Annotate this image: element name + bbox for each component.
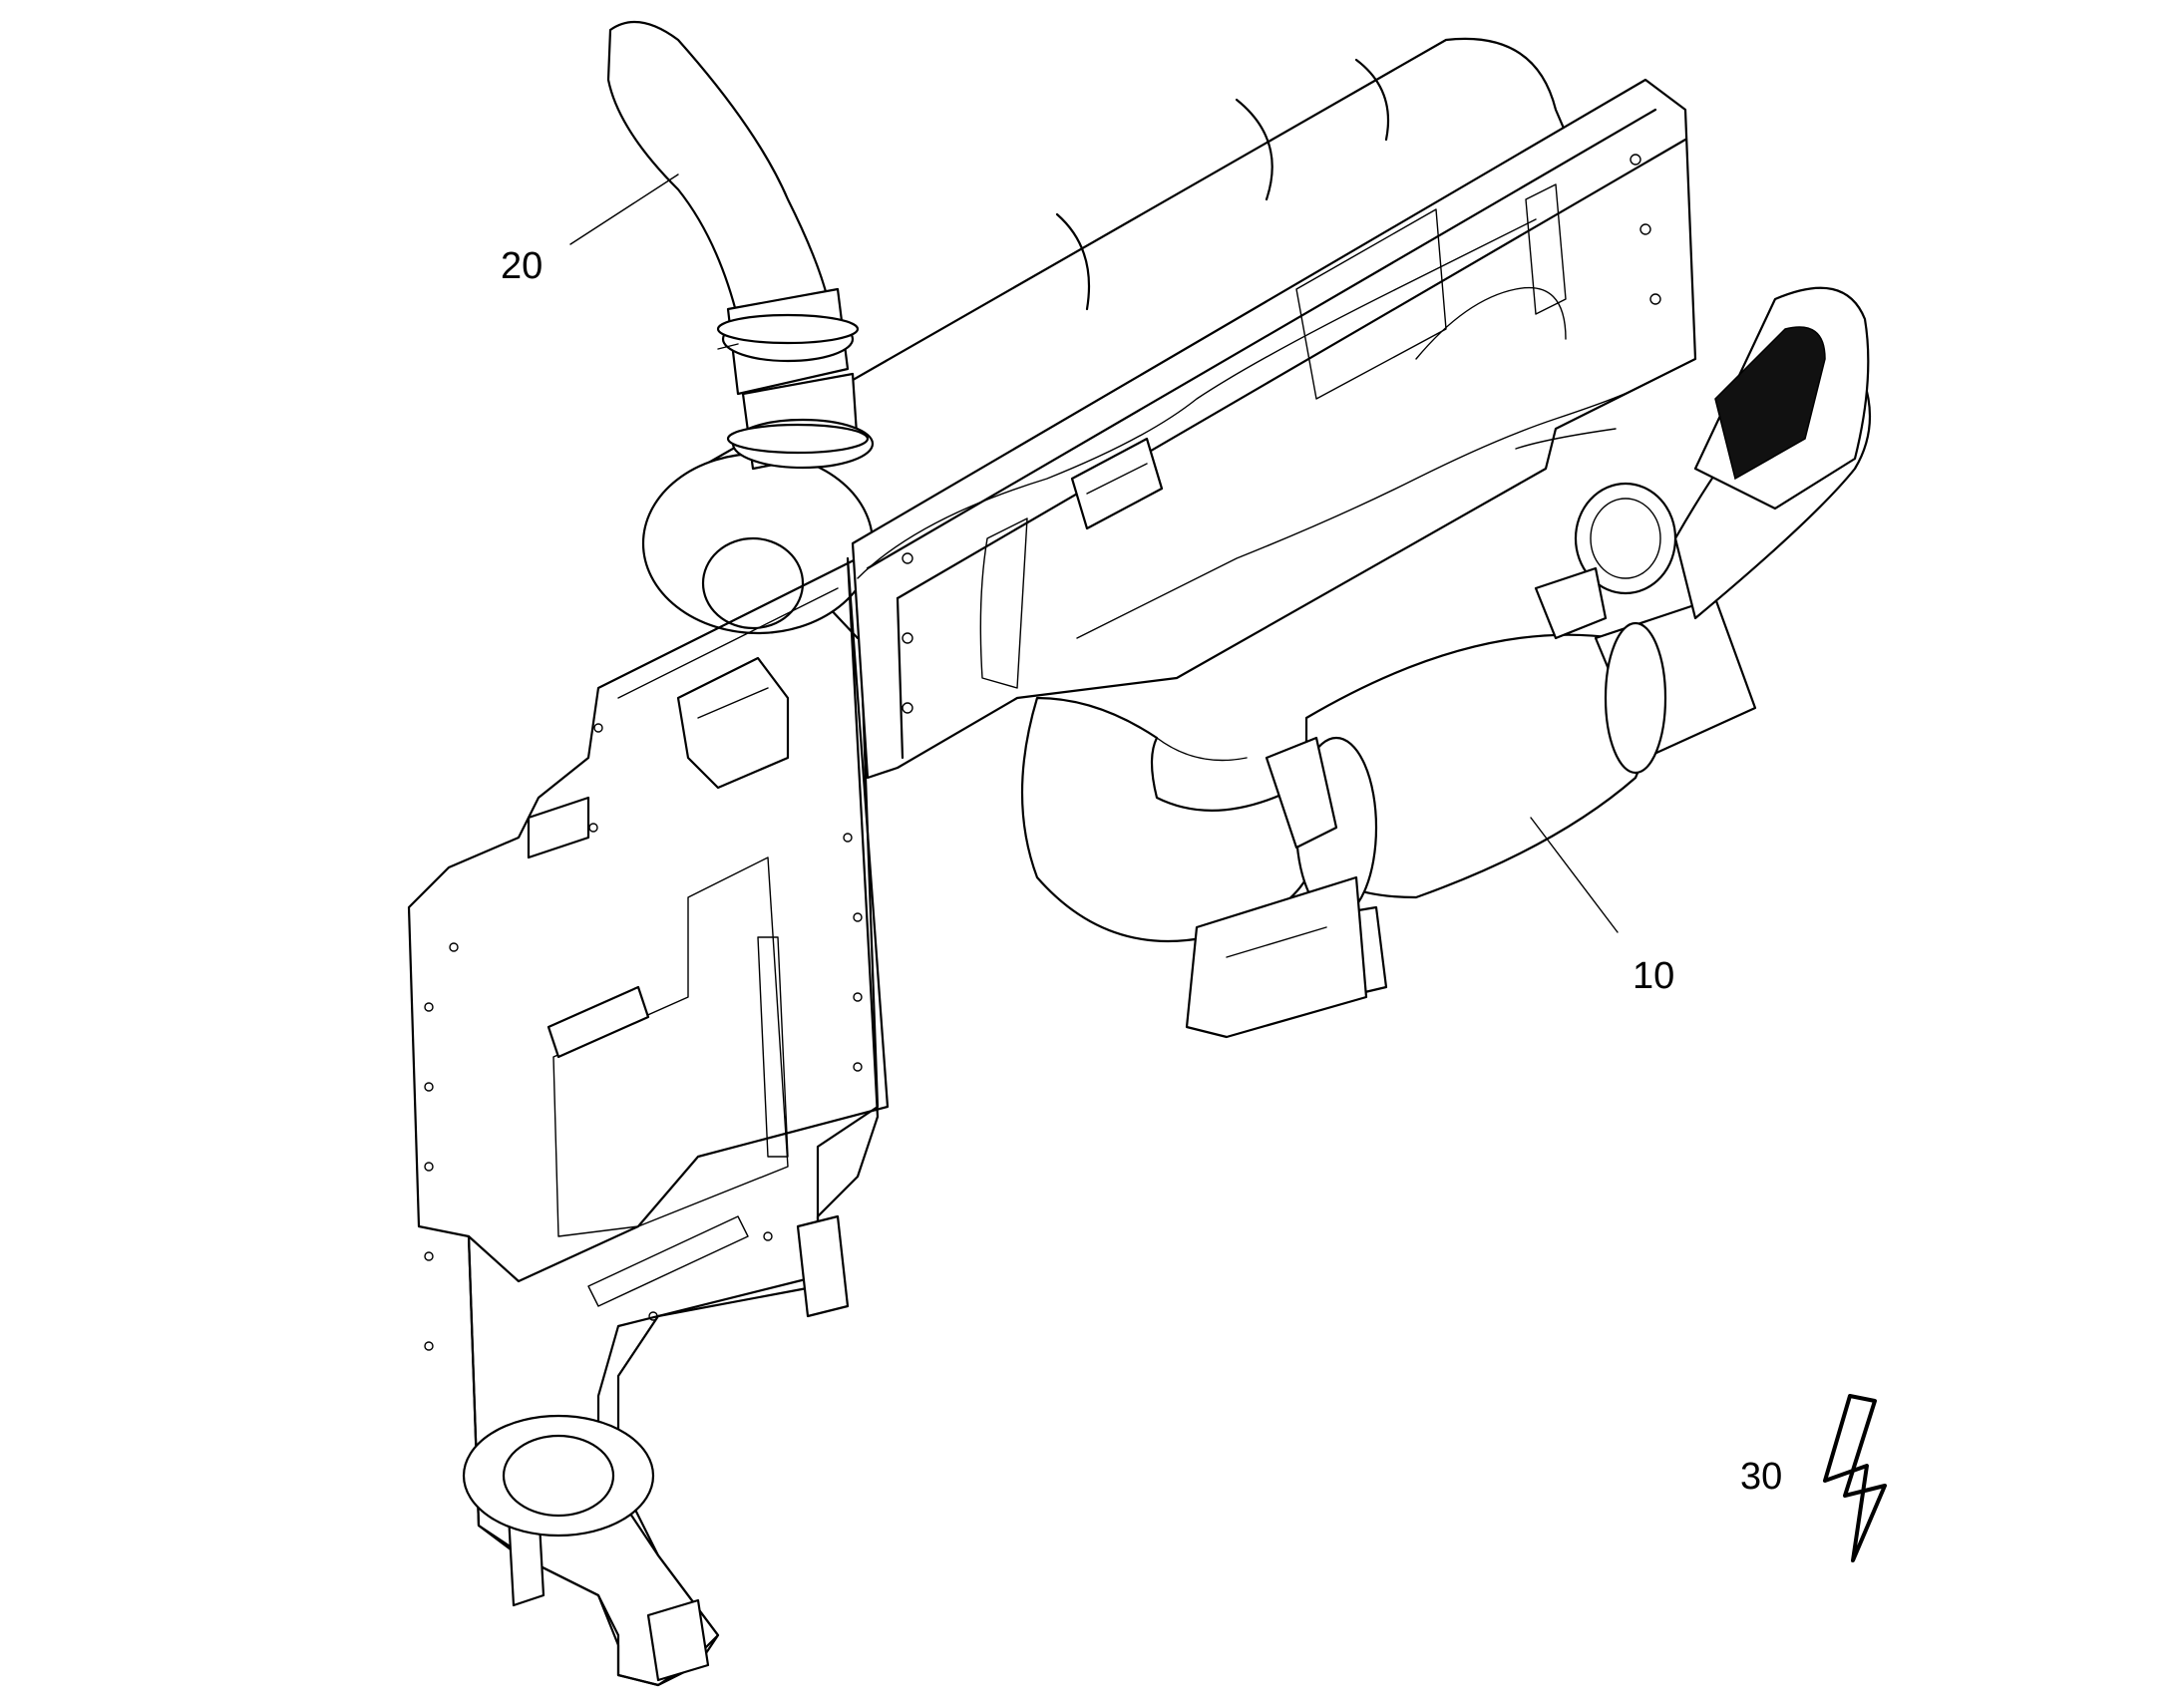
sensor-modules <box>676 437 1164 790</box>
mounting-plate <box>407 556 890 1687</box>
lightning-bolt-icon <box>1823 1394 1887 1562</box>
clamps <box>716 313 1608 850</box>
outlet-pipe <box>1574 286 1871 620</box>
callout-30: 30 <box>1740 1456 1783 1498</box>
support-leg <box>1185 875 1368 1039</box>
callout-20: 20 <box>501 245 544 287</box>
frame-bracket <box>851 78 1697 780</box>
leader-line-10 <box>1530 817 1619 933</box>
dpf-canister <box>1294 596 1757 919</box>
leader-line-20 <box>569 173 679 245</box>
callout-10: 10 <box>1633 955 1675 997</box>
inlet-pipe <box>606 20 875 471</box>
wiring-harness <box>857 218 1636 639</box>
muffler-body <box>641 37 1618 640</box>
